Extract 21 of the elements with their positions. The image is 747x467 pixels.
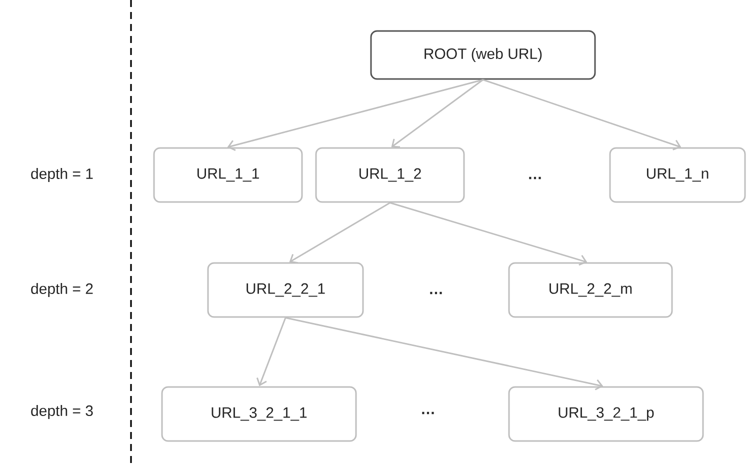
- arrow: [390, 202, 588, 266]
- url-box: URL_1_2: [315, 147, 465, 203]
- ellipsis: …: [529, 176, 541, 180]
- depth-label: depth = 2: [31, 283, 93, 297]
- url-box: URL_3_2_1_1: [161, 386, 357, 442]
- arrow: [289, 202, 390, 264]
- arrow: [227, 79, 484, 151]
- url-box: URL_1_1: [153, 147, 303, 203]
- url-box: URL_2_2_m: [508, 262, 673, 318]
- url-box: URL_3_2_1_p: [508, 386, 704, 442]
- arrow: [482, 79, 682, 150]
- ellipsis: …: [430, 292, 442, 294]
- arrow: [285, 317, 604, 390]
- depth-label: depth = 1: [31, 168, 93, 182]
- ellipsis: …: [422, 412, 434, 414]
- depth-label: depth = 3: [31, 405, 93, 419]
- arrow: [391, 79, 484, 148]
- url-box: URL_2_2_1: [207, 262, 364, 318]
- url-box: ROOT (web URL): [370, 30, 596, 80]
- arrow: [256, 317, 286, 386]
- url-box: URL_1_n: [609, 147, 746, 203]
